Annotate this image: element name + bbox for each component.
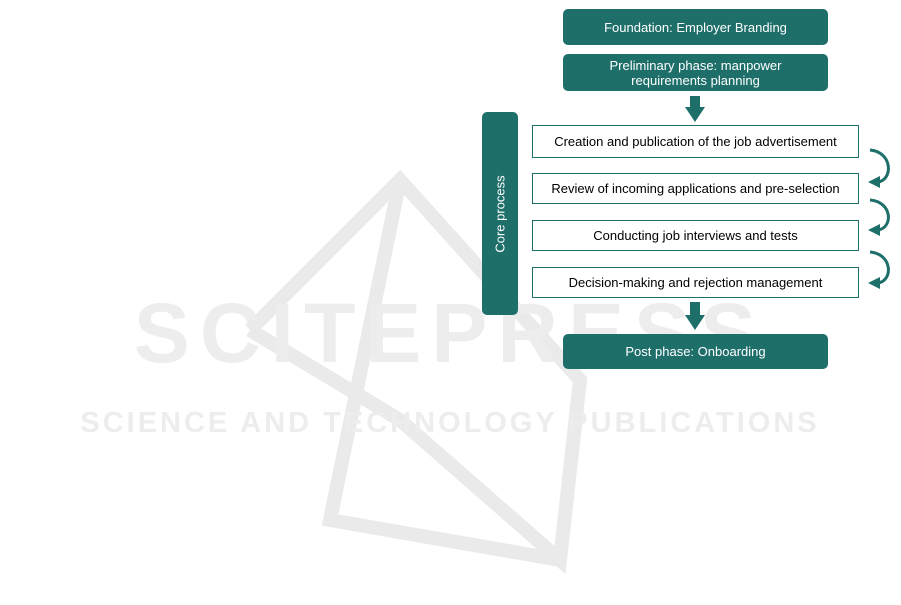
step-label: Review of incoming applications and pre-… [551, 181, 840, 196]
foundation-box: Foundation: Employer Branding [563, 9, 828, 45]
curved-arrow-icon [869, 198, 890, 232]
watermark-small-text: SCIENCE AND TECHNOLOGY PUBLICATIONS [80, 407, 819, 439]
down-arrow-icon [685, 302, 705, 330]
core-process-bar: Core process [482, 112, 518, 315]
core-process-label: Core process [492, 174, 508, 253]
post-phase-box: Post phase: Onboarding [563, 334, 828, 369]
curved-arrow-head-icon [868, 176, 880, 188]
step-decision-making: Decision-making and rejection management [532, 267, 859, 298]
step-label: Creation and publication of the job adve… [554, 134, 837, 149]
step-label: Conducting job interviews and tests [593, 228, 798, 243]
curved-arrow-head-icon [868, 277, 880, 289]
preliminary-label-line2: requirements planning [631, 72, 760, 88]
foundation-label: Foundation: Employer Branding [604, 19, 787, 35]
post-phase-label: Post phase: Onboarding [625, 344, 766, 359]
curved-arrow-head-icon [868, 224, 880, 236]
down-arrow-icon [685, 96, 705, 122]
preliminary-label-line1: Preliminary phase: manpower [609, 57, 782, 73]
curved-arrow-icon [869, 250, 890, 285]
step-label: Decision-making and rejection management [568, 275, 823, 290]
curved-arrow-icon [869, 148, 890, 184]
watermark-compass-icon [245, 169, 588, 575]
step-job-advertisement: Creation and publication of the job adve… [532, 125, 859, 158]
preliminary-phase-box: Preliminary phase: manpower requirements… [563, 54, 828, 91]
step-application-review: Review of incoming applications and pre-… [532, 173, 859, 204]
step-interviews: Conducting job interviews and tests [532, 220, 859, 251]
